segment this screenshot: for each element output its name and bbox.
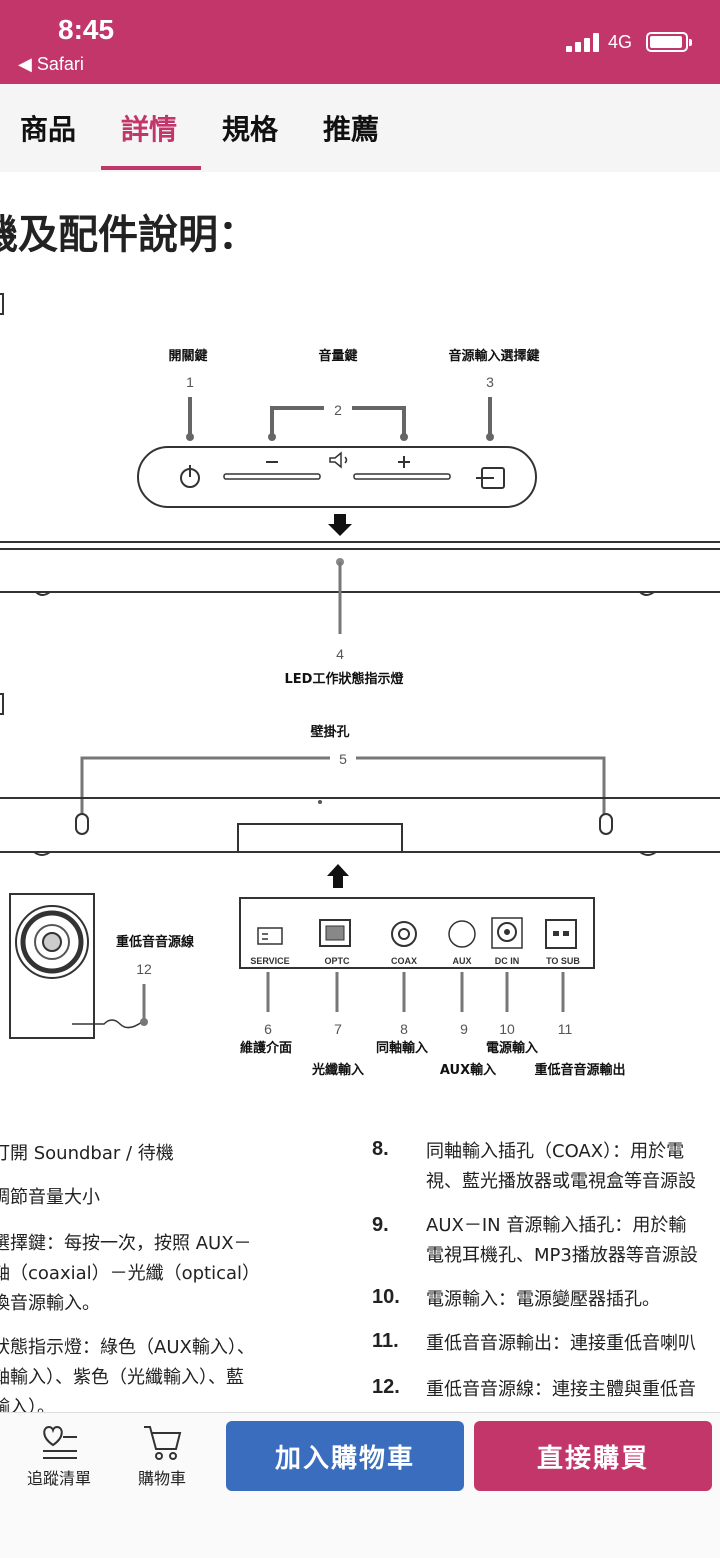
desc-line: 打開 Soundbar / 待機 xyxy=(0,1143,174,1164)
callout-number: 12 xyxy=(136,961,152,977)
tab-recommend[interactable]: 推薦 xyxy=(323,113,380,146)
status-bar: 8:45 ◀ Safari 4G xyxy=(0,0,720,84)
item-number: 8. xyxy=(372,1138,389,1160)
port-label: TO SUB xyxy=(546,956,580,966)
cart-label: 購物車 xyxy=(137,1469,186,1488)
power-icon xyxy=(180,465,200,488)
callout-number: 5 xyxy=(339,751,347,767)
desc-line: 軸（coaxial）－光纖（optical） xyxy=(0,1263,261,1284)
tab-bar: 商品 詳情 規格 推薦 xyxy=(0,84,720,172)
led-indicator-label: LED工作狀態指示燈 xyxy=(285,671,405,687)
callout-number: 4 xyxy=(336,646,344,662)
port-label: OPTC xyxy=(324,956,350,966)
add-to-cart-button[interactable]: 加入購物車 xyxy=(226,1421,464,1491)
back-to-safari-link[interactable]: ◀ Safari xyxy=(18,54,84,74)
desc-line: 同軸輸入插孔（COAX）：用於電 xyxy=(426,1141,685,1162)
desc-line: 換音源輸入。 xyxy=(0,1293,100,1314)
callout-number: 8 xyxy=(400,1021,408,1037)
signal-icon xyxy=(566,32,602,52)
battery-icon xyxy=(646,32,692,52)
tab-product[interactable]: 商品 xyxy=(20,113,77,146)
dc-input-label: 電源輸入 xyxy=(486,1040,538,1056)
to-sub-port-icon xyxy=(545,919,577,949)
callout-number: 7 xyxy=(334,1021,342,1037)
optical-input-label: 光纖輸入 xyxy=(311,1062,364,1078)
cart-button[interactable]: 購物車 xyxy=(122,1423,202,1489)
volume-key-label: 音量鍵 xyxy=(318,348,357,364)
wishlist-label: 追蹤清單 xyxy=(26,1469,91,1488)
desc-line: 調節音量大小 xyxy=(0,1187,100,1208)
desc-line: 軸輸入）、紫色（光纖輸入）、藍 xyxy=(0,1367,244,1388)
network-type: 4G xyxy=(608,32,633,52)
coax-port-icon xyxy=(391,921,417,947)
desc-line: 視、藍光播放器或電視盒等音源設 xyxy=(426,1171,696,1192)
item-number: 10. xyxy=(372,1286,400,1308)
dc-in-port-icon xyxy=(491,917,523,949)
desc-line: 選擇鍵：每按一次，按照 AUX－ xyxy=(0,1233,252,1254)
callout-number: 6 xyxy=(264,1021,272,1037)
aux-input-label: AUX輸入 xyxy=(440,1062,496,1078)
wishlist-button[interactable]: 追蹤清單 xyxy=(14,1423,104,1489)
callout-number: 9 xyxy=(460,1021,468,1037)
service-port-icon xyxy=(257,927,283,945)
coax-input-label: 同軸輸入 xyxy=(376,1040,428,1056)
tab-details[interactable]: 詳情 xyxy=(121,113,178,146)
product-detail-content[interactable]: 機及配件說明： 開關鍵 音量鍵 音源輸入選擇鍵 1 2 3 xyxy=(0,172,720,1412)
item-number: 11. xyxy=(372,1330,399,1352)
input-select-icon xyxy=(476,467,505,489)
desc-line: 重低音音源輸出：連接重低音喇叭 xyxy=(426,1333,696,1354)
source-key-label: 音源輸入選擇鍵 xyxy=(448,348,539,364)
desc-line: 電源輸入：電源變壓器插孔。 xyxy=(426,1289,660,1310)
section-heading: 機及配件說明： xyxy=(0,212,258,258)
callout-number: 11 xyxy=(558,1021,573,1037)
port-label: DC IN xyxy=(495,956,520,966)
buy-now-button[interactable]: 直接購買 xyxy=(474,1421,712,1491)
service-label: 維護介面 xyxy=(240,1040,292,1056)
shopping-cart-icon xyxy=(144,1426,182,1460)
callout-number: 1 xyxy=(186,374,194,390)
desc-line: 電視耳機孔、MP3播放器等音源設 xyxy=(426,1245,698,1266)
subwoofer-speaker-icon xyxy=(15,905,89,979)
speaker-icon xyxy=(329,451,348,469)
tab-specs[interactable]: 規格 xyxy=(222,113,279,146)
aux-port-icon xyxy=(448,920,476,948)
port-label: AUX xyxy=(452,956,471,966)
optical-port-icon xyxy=(319,919,351,947)
callout-number: 2 xyxy=(334,402,342,418)
sub-output-label: 重低音音源輸出 xyxy=(534,1062,625,1078)
sub-cable-label: 重低音音源線 xyxy=(116,934,195,950)
soundbar-diagram: 開關鍵 音量鍵 音源輸入選擇鍵 1 2 3 xyxy=(0,293,720,1078)
power-key-label: 開關鍵 xyxy=(168,348,207,364)
desc-line: AUX－IN 音源輸入插孔：用於輸 xyxy=(426,1215,687,1236)
status-time: 8:45 xyxy=(58,14,115,45)
wall-mount-label: 壁掛孔 xyxy=(310,724,349,740)
heart-list-icon xyxy=(43,1425,77,1459)
desc-line: 狀態指示燈：綠色（AUX輸入）、 xyxy=(0,1337,255,1358)
desc-line: 輸入）。 xyxy=(0,1397,55,1412)
desc-line: 重低音音源線：連接主體與重低音 xyxy=(426,1379,696,1400)
active-tab-indicator xyxy=(101,166,201,170)
item-number: 12. xyxy=(372,1376,400,1398)
arrow-down-icon xyxy=(328,514,352,536)
port-label: COAX xyxy=(391,956,417,966)
callout-number: 10 xyxy=(499,1021,515,1037)
port-label: SERVICE xyxy=(250,956,289,966)
arrow-up-icon xyxy=(327,864,349,888)
bottom-action-bar: 追蹤清單 購物車 加入購物車 直接購買 xyxy=(0,1412,720,1558)
callout-number: 3 xyxy=(486,374,494,390)
item-number: 9. xyxy=(372,1214,389,1236)
